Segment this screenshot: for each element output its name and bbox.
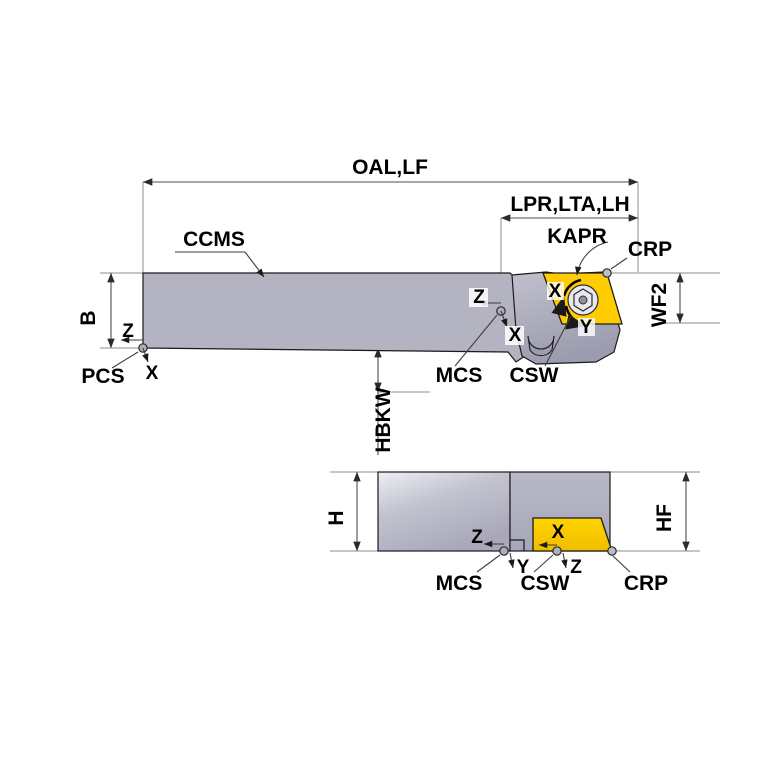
dimension-lpr-lta-lh: LPR,LTA,LH	[500, 193, 639, 222]
pcs-axis-label-z: Z	[122, 321, 134, 342]
insert-clamp-screw	[567, 284, 599, 316]
dimension-wf2: WF2	[648, 272, 684, 327]
mcs-axis-label-z-front: Z	[471, 527, 483, 548]
callout-label-crp-front: CRP	[624, 572, 668, 595]
kapr-callout: KAPR	[547, 225, 609, 276]
dimension-label-hbkw: HBKW	[372, 387, 395, 452]
insert-seat-notch	[527, 335, 555, 357]
csw-callout-side: CSW	[510, 315, 572, 387]
dimension-b: B	[77, 272, 115, 349]
dimension-h: H	[325, 471, 361, 552]
mcs-axis-label-z: Z	[473, 287, 485, 308]
callout-label-pcs: PCS	[81, 365, 124, 388]
mcs-axis-label-x: X	[509, 325, 522, 346]
callout-label-ccms: CCMS	[183, 228, 245, 251]
side-view-group: OAL,LF LPR,LTA,LH B WF2 HBKW	[77, 156, 720, 455]
crp-callout-front: CRP	[607, 546, 668, 595]
dimension-label-hf: HF	[653, 504, 676, 532]
csw-origin-marker-front: Z CSW	[521, 541, 582, 595]
dimension-hf: HF	[653, 471, 690, 552]
dimension-label-b: B	[77, 310, 100, 325]
dimension-label-lpr-lta-lh: LPR,LTA,LH	[510, 193, 629, 216]
callout-label-mcs: MCS	[436, 364, 483, 387]
dimension-oal-lf: OAL,LF	[142, 156, 639, 186]
tool-shank-front-left	[377, 471, 511, 552]
mcs-origin-marker: Z X MCS	[436, 287, 524, 387]
dimension-label-wf2: WF2	[648, 283, 671, 327]
csw-axis-label-y: Y	[580, 317, 593, 338]
csw-axis-label-x: X	[549, 281, 562, 302]
mcs-origin-marker-front: Z Y MCS	[436, 527, 530, 595]
callout-label-csw: CSW	[510, 364, 559, 387]
front-view-step-notch	[510, 539, 525, 551]
callout-label-crp: CRP	[628, 238, 672, 261]
ccms-callout: CCMS	[175, 228, 265, 278]
dimension-hbkw: HBKW	[372, 347, 395, 455]
front-view-group: H HF X Z Y MCS	[325, 471, 700, 595]
callout-label-csw-front: CSW	[521, 572, 570, 595]
csw-axis-label-x-front: X	[552, 522, 565, 543]
cutting-insert-front	[532, 517, 613, 552]
pcs-axis-label-x: X	[146, 363, 159, 384]
dimension-label-kapr: KAPR	[547, 225, 607, 248]
mcs-axis-label-y-front: Y	[517, 557, 530, 578]
pcs-origin-marker: Z X PCS	[81, 321, 158, 388]
csw-axis-arcs-side: X Y	[547, 278, 595, 338]
dimension-label-oal-lf: OAL,LF	[352, 156, 428, 179]
callout-label-mcs-front: MCS	[436, 572, 483, 595]
crp-callout-side: CRP	[602, 238, 672, 278]
dimension-label-h: H	[325, 510, 348, 525]
csw-axis-label-z-front: Z	[570, 557, 582, 578]
